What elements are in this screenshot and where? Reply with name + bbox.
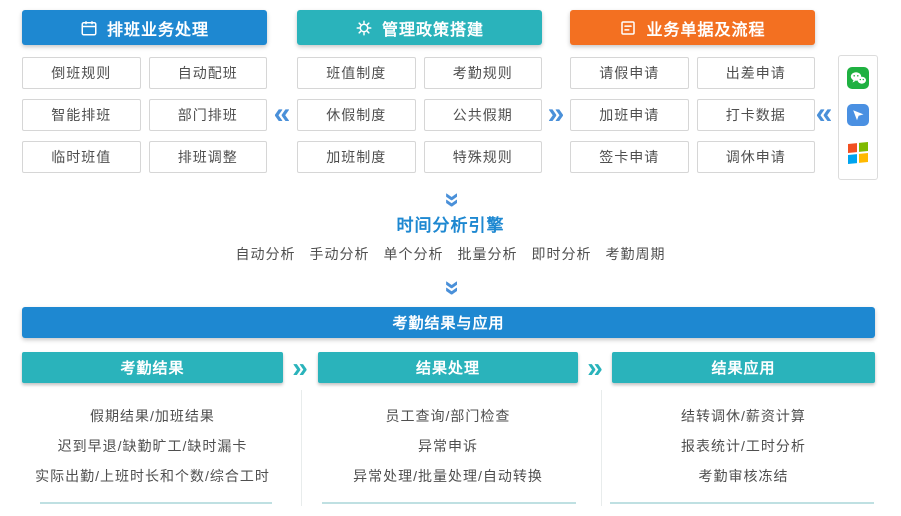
cutoff-bar-line bbox=[40, 502, 272, 504]
wechat-icon bbox=[847, 66, 869, 94]
section-scheduling-grid: 倒班规则 自动配班 智能排班 部门排班 临时班值 排班调整 bbox=[22, 57, 267, 173]
flow-node: 自动配班 bbox=[148, 57, 267, 89]
engine-mode: 自动分析 bbox=[235, 246, 296, 262]
result-bar-processing: 结果处理 bbox=[318, 352, 578, 383]
cutoff-bar-line bbox=[610, 502, 874, 504]
list-item: 假期结果/加班结果 bbox=[90, 408, 215, 424]
flow-node: 签卡申请 bbox=[570, 141, 689, 173]
engine-modes: 自动分析 手动分析 单个分析 批量分析 即时分析 考勤周期 bbox=[0, 244, 901, 264]
engine-mode: 手动分析 bbox=[309, 246, 370, 262]
flow-node: 加班制度 bbox=[297, 141, 416, 173]
windows-icon bbox=[847, 141, 869, 169]
flow-node: 调休申请 bbox=[696, 141, 815, 173]
double-chevron-right-icon: » bbox=[547, 97, 565, 130]
list-item: 考勤审核冻结 bbox=[698, 468, 789, 484]
flow-node: 出差申请 bbox=[696, 57, 815, 89]
channel-panel bbox=[838, 55, 878, 180]
flow-node: 部门排班 bbox=[148, 99, 267, 131]
section-documents-grid: 请假申请 出差申请 加班申请 打卡数据 签卡申请 调休申请 bbox=[570, 57, 815, 173]
section-scheduling-header: 排班业务处理 bbox=[22, 10, 267, 45]
section-title: 管理政策搭建 bbox=[381, 21, 484, 39]
flow-node: 请假申请 bbox=[570, 57, 689, 89]
list-item: 报表统计/工时分析 bbox=[681, 438, 806, 454]
section-policy-header: 管理政策搭建 bbox=[297, 10, 542, 45]
engine-mode: 单个分析 bbox=[383, 246, 444, 262]
flow-node: 公共假期 bbox=[423, 99, 542, 131]
gear-icon bbox=[355, 19, 373, 37]
flow-node: 智能排班 bbox=[22, 99, 141, 131]
section-policy: 管理政策搭建 班值制度 考勤规则 休假制度 公共假期 加班制度 特殊规则 bbox=[297, 10, 542, 173]
double-chevron-right-icon: » bbox=[292, 352, 308, 383]
result-list-processing: 员工查询/部门检查 异常申诉 异常处理/批量处理/自动转换 bbox=[318, 408, 578, 484]
flow-node: 打卡数据 bbox=[696, 99, 815, 131]
section-title: 排班业务处理 bbox=[106, 21, 209, 39]
list-item: 异常处理/批量处理/自动转换 bbox=[353, 468, 543, 484]
list-item: 实际出勤/上班时长和个数/综合工时 bbox=[35, 468, 270, 484]
result-bar-application: 结果应用 bbox=[612, 352, 875, 383]
double-chevron-down-icon: « bbox=[434, 280, 465, 296]
section-title: 业务单据及流程 bbox=[646, 21, 766, 39]
section-documents-header: 业务单据及流程 bbox=[570, 10, 815, 45]
result-list-attendance: 假期结果/加班结果 迟到早退/缺勤旷工/缺时漏卡 实际出勤/上班时长和个数/综合… bbox=[22, 408, 283, 484]
column-divider bbox=[301, 390, 302, 506]
result-bar-attendance: 考勤结果 bbox=[22, 352, 283, 383]
flow-node: 考勤规则 bbox=[423, 57, 542, 89]
paper-plane-icon bbox=[847, 104, 869, 131]
result-list-application: 结转调休/薪资计算 报表统计/工时分析 考勤审核冻结 bbox=[612, 408, 875, 484]
double-chevron-right-icon: » bbox=[587, 352, 603, 383]
engine-mode: 批量分析 bbox=[457, 246, 518, 262]
flow-node: 班值制度 bbox=[297, 57, 416, 89]
section-documents: 业务单据及流程 请假申请 出差申请 加班申请 打卡数据 签卡申请 调休申请 bbox=[570, 10, 815, 173]
list-item: 异常申诉 bbox=[418, 438, 478, 454]
list-item: 员工查询/部门检查 bbox=[385, 408, 511, 424]
calendar-icon bbox=[80, 19, 98, 37]
flow-node: 加班申请 bbox=[570, 99, 689, 131]
engine-title: 时间分析引擎 bbox=[396, 216, 505, 235]
list-item: 迟到早退/缺勤旷工/缺时漏卡 bbox=[57, 438, 248, 454]
engine-mode: 考勤周期 bbox=[605, 246, 666, 262]
engine-mode: 即时分析 bbox=[531, 246, 592, 262]
flow-node: 排班调整 bbox=[148, 141, 267, 173]
form-icon bbox=[619, 19, 637, 37]
flow-node: 倒班规则 bbox=[22, 57, 141, 89]
section-scheduling: 排班业务处理 倒班规则 自动配班 智能排班 部门排班 临时班值 排班调整 bbox=[22, 10, 267, 173]
flow-node: 特殊规则 bbox=[423, 141, 542, 173]
cutoff-bar-line bbox=[322, 502, 576, 504]
section-policy-grid: 班值制度 考勤规则 休假制度 公共假期 加班制度 特殊规则 bbox=[297, 57, 542, 173]
flow-node: 休假制度 bbox=[297, 99, 416, 131]
list-item: 结转调休/薪资计算 bbox=[681, 408, 806, 424]
column-divider bbox=[601, 390, 602, 506]
flow-node: 临时班值 bbox=[22, 141, 141, 173]
results-banner: 考勤结果与应用 bbox=[22, 307, 875, 338]
double-chevron-left-icon: « bbox=[273, 97, 291, 130]
double-chevron-left-icon: « bbox=[815, 97, 833, 130]
